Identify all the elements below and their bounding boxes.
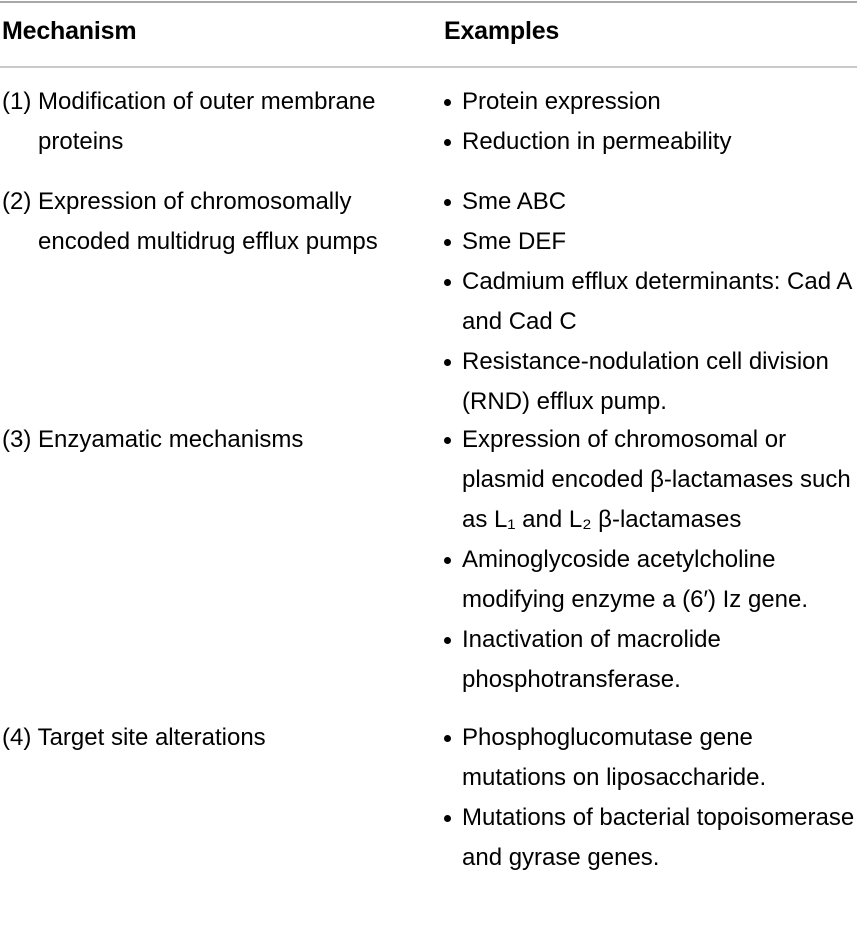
bullet-icon <box>444 815 451 822</box>
list-item: Sme ABC <box>443 182 857 222</box>
list-item: Protein expression <box>443 82 857 122</box>
bullet-icon <box>444 437 451 444</box>
list-item-label: Inactivation of macrolide phosphotransfe… <box>462 626 721 693</box>
list-item-label: Sme DEF <box>462 228 567 255</box>
examples-list: Phosphoglucomutase gene mutations on lip… <box>443 718 857 878</box>
examples-cell: Phosphoglucomutase gene mutations on lip… <box>443 718 857 878</box>
list-item: Resistance-nodulation cell division (RND… <box>443 342 857 422</box>
table-row: (4) Target site alterations Phosphogluco… <box>0 718 857 918</box>
list-item-label: Reduction in permeability <box>462 128 732 155</box>
list-item-label: Expression of chromosomal or plasmid enc… <box>462 426 851 533</box>
list-item-label: Cadmium efflux determinants: Cad A and C… <box>462 268 852 335</box>
table-row: (1) Modification of outer membrane prote… <box>0 82 857 182</box>
table-header-row: Mechanism Examples <box>0 14 857 58</box>
column-header-examples: Examples <box>444 17 560 45</box>
examples-cell: Protein expression Reduction in permeabi… <box>443 82 857 162</box>
mechanism-cell: (3) Enzyamatic mechanisms <box>2 426 304 453</box>
list-item-label: Aminoglycoside acetylcholine modifying e… <box>462 546 808 613</box>
bullet-icon <box>444 139 451 146</box>
list-item-label: Phosphoglucomutase gene mutations on lip… <box>462 724 767 791</box>
table-body: (1) Modification of outer membrane prote… <box>0 82 857 918</box>
bullet-icon <box>444 279 451 286</box>
table-row: (3) Enzyamatic mechanisms Expression of … <box>0 420 857 718</box>
list-item: Phosphoglucomutase gene mutations on lip… <box>443 718 857 798</box>
mechanism-cell: (1) Modification of outer membrane prote… <box>2 88 376 155</box>
table-row: (2) Expression of chromosomally encoded … <box>0 182 857 420</box>
bullet-icon <box>444 557 451 564</box>
bullet-icon <box>444 735 451 742</box>
bullet-icon <box>444 359 451 366</box>
bullet-icon <box>444 99 451 106</box>
bullet-icon <box>444 637 451 644</box>
list-item-label: Sme ABC <box>462 188 567 215</box>
list-item-label: Mutations of bacterial topoisomerase and… <box>462 804 855 871</box>
list-item: Reduction in permeability <box>443 122 857 162</box>
examples-cell: Expression of chromosomal or plasmid enc… <box>443 420 857 700</box>
bullet-icon <box>444 239 451 246</box>
list-item: Aminoglycoside acetylcholine modifying e… <box>443 540 857 620</box>
examples-list: Sme ABC Sme DEF Cadmium efflux determina… <box>443 182 857 422</box>
list-item: Sme DEF <box>443 222 857 262</box>
list-item: Expression of chromosomal or plasmid enc… <box>443 420 857 540</box>
examples-list: Expression of chromosomal or plasmid enc… <box>443 420 857 700</box>
examples-list: Protein expression Reduction in permeabi… <box>443 82 857 162</box>
examples-cell: Sme ABC Sme DEF Cadmium efflux determina… <box>443 182 857 422</box>
column-header-mechanism: Mechanism <box>2 17 137 45</box>
list-item: Mutations of bacterial topoisomerase and… <box>443 798 857 878</box>
mechanism-cell: (4) Target site alterations <box>2 724 266 751</box>
table-top-rule <box>0 1 857 3</box>
list-item: Cadmium efflux determinants: Cad A and C… <box>443 262 857 342</box>
bullet-icon <box>444 199 451 206</box>
list-item-label: Protein expression <box>462 88 661 115</box>
table-header-rule <box>0 66 857 68</box>
list-item: Inactivation of macrolide phosphotransfe… <box>443 620 857 700</box>
list-item-label: Resistance-nodulation cell division (RND… <box>462 348 829 415</box>
mechanism-cell: (2) Expression of chromosomally encoded … <box>2 188 378 255</box>
